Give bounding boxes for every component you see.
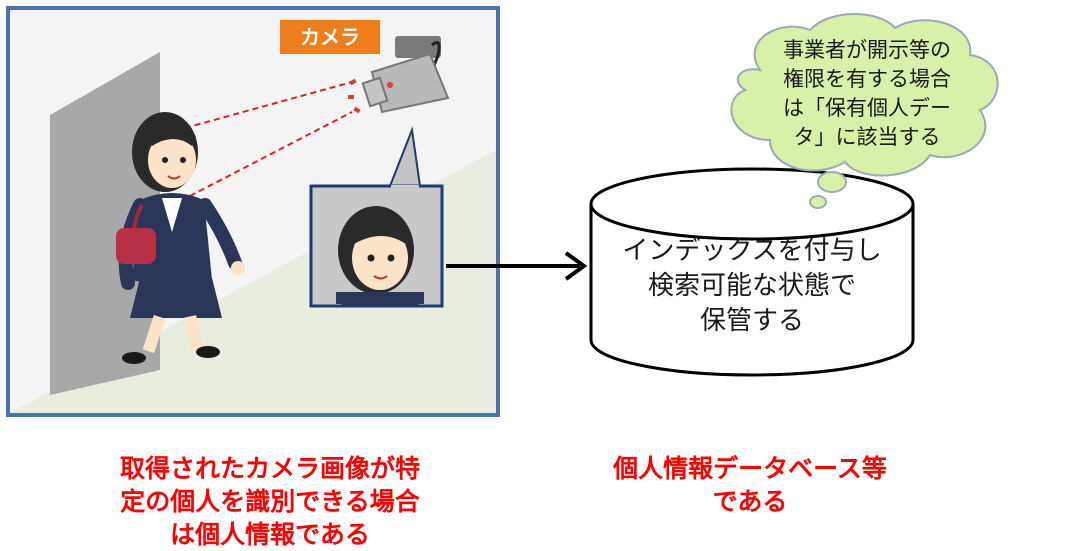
camera-view-line-lower [189, 111, 353, 197]
database-cylinder-icon [589, 167, 915, 377]
caption-left-line: 取得されたカメラ画像が特 [119, 454, 420, 483]
camera-label: カメラ [280, 20, 380, 54]
cloud-line: は「保有個人デー [783, 96, 951, 120]
security-camera-icon [348, 36, 450, 114]
database-line: 保管する [699, 306, 804, 336]
database-line: 検索可能な状態で [647, 271, 856, 301]
cloud-line: タ」に該当する [793, 125, 941, 149]
caption-left: 取得されたカメラ画像が特 定の個人を識別できる場合 は個人情報である [70, 452, 470, 551]
captured-face-callout [309, 126, 444, 308]
camera-view-line-upper [184, 81, 353, 129]
thought-cloud [730, 13, 999, 209]
cloud-line: 権限を有する場合 [783, 67, 951, 91]
database-line: インデックスを付与し [622, 236, 882, 266]
database-text: インデックスを付与し 検索可能な状態で 保管する [592, 234, 912, 339]
walking-woman-icon [116, 112, 245, 364]
cloud-text: 事業者が開示等の 権限を有する場合 は「保有個人デー タ」に該当する [752, 36, 982, 152]
arrow-to-database [446, 251, 588, 281]
caption-left-line: は個人情報である [170, 520, 370, 549]
camera-scene [6, 6, 500, 417]
caption-right-line: 個人情報データベース等 [613, 454, 887, 483]
caption-left-line: 定の個人を識別できる場合 [120, 487, 420, 516]
caption-right: 個人情報データベース等 である [580, 452, 920, 518]
cloud-line: 事業者が開示等の [783, 38, 951, 62]
caption-right-line: である [712, 487, 788, 516]
